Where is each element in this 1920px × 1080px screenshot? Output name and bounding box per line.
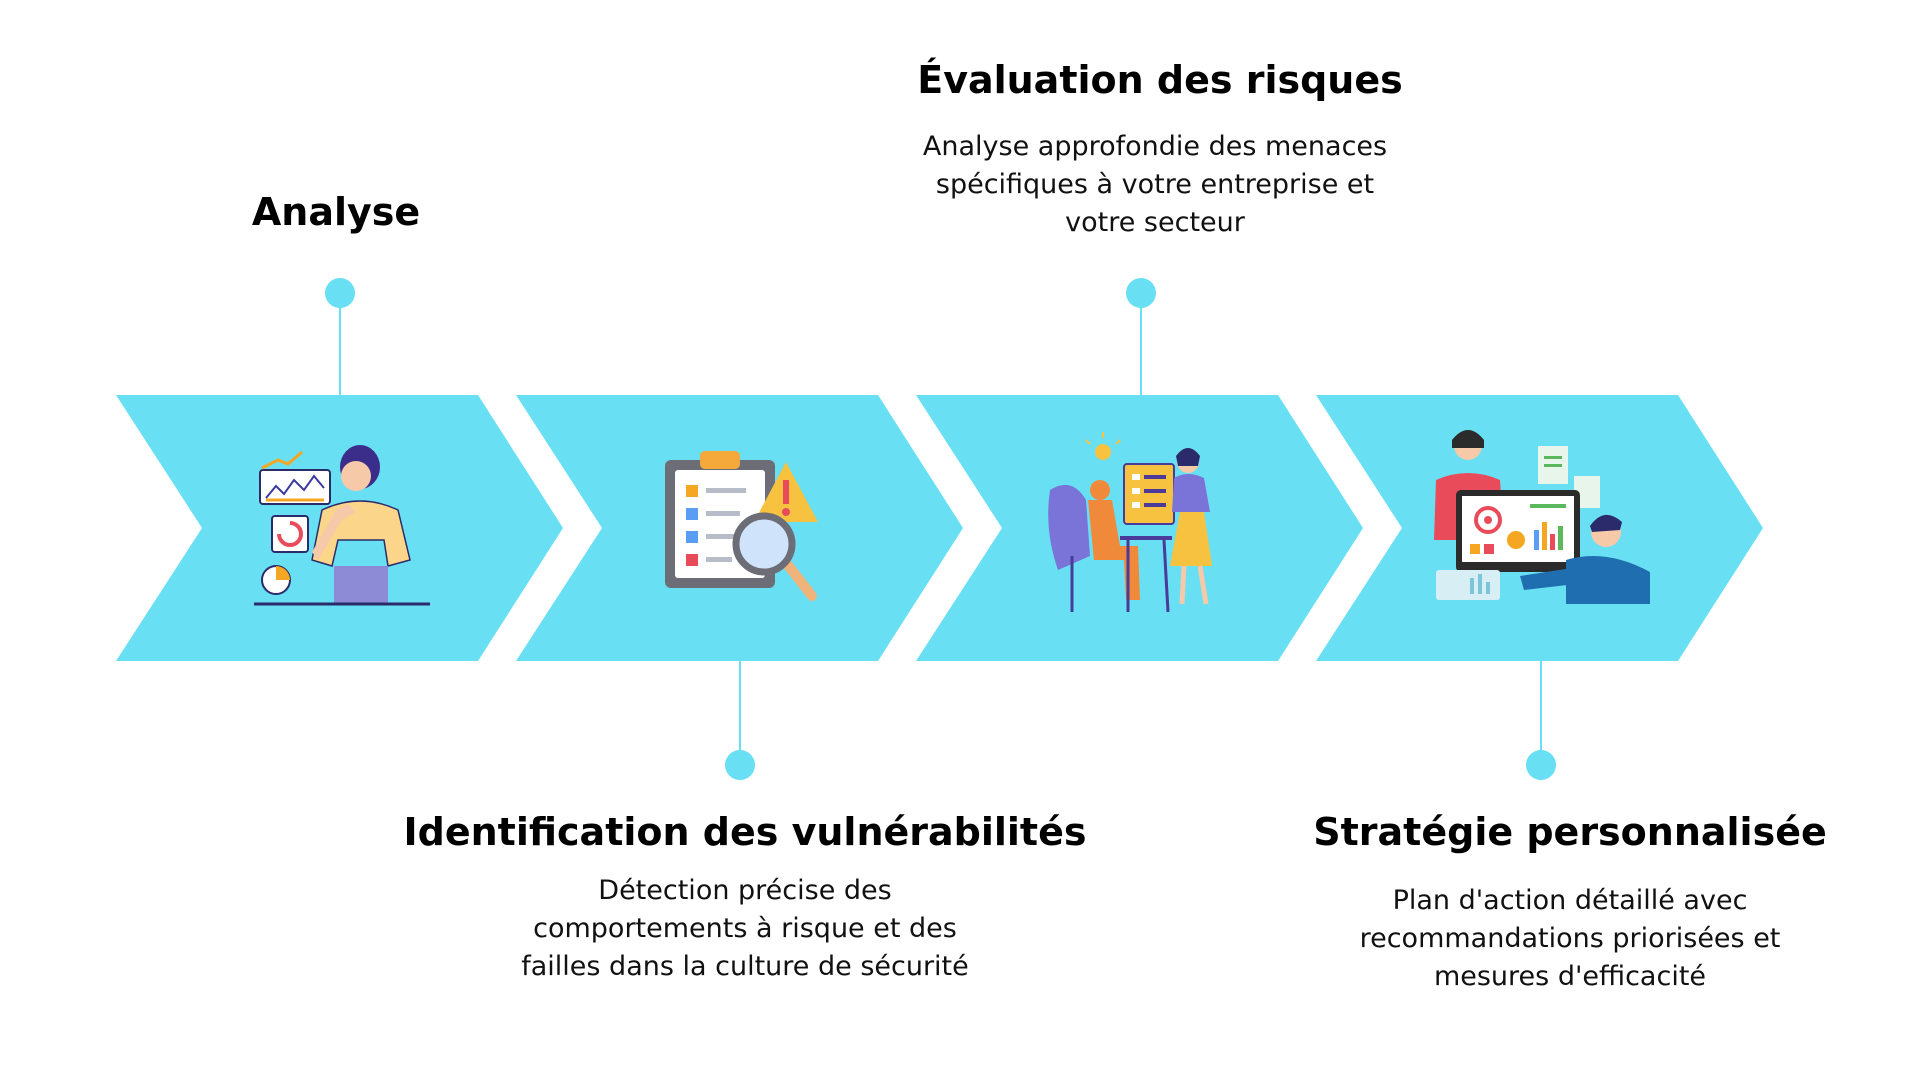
analyst-person-icon (254, 445, 430, 606)
dot-step-4 (1526, 750, 1556, 780)
connector-step-2 (725, 661, 755, 780)
step-1-title: Analyse (251, 190, 421, 234)
strategy-dashboard-icon (1434, 430, 1650, 604)
step-2-title: Identification des vulnérabilités (403, 810, 1087, 854)
checklist-warning-magnifier-icon (665, 451, 818, 601)
connector-step-3 (1126, 278, 1156, 395)
step-2-description: Détection précise des comportements à ri… (521, 875, 969, 982)
step-3-description: Analyse approfondie des menaces spécifiq… (922, 131, 1388, 238)
step-4-description: Plan d'action détaillé avec recommandati… (1359, 885, 1781, 992)
connector-step-1 (325, 278, 355, 395)
chevron-step-3 (916, 395, 1363, 661)
dot-step-2 (725, 750, 755, 780)
step-4-title: Stratégie personnalisée (1313, 810, 1827, 854)
dot-step-3 (1126, 278, 1156, 308)
step-3-title: Évaluation des risques (917, 58, 1403, 102)
dot-step-1 (325, 278, 355, 308)
team-meeting-board-icon (1048, 432, 1212, 613)
connector-step-4 (1526, 661, 1556, 780)
